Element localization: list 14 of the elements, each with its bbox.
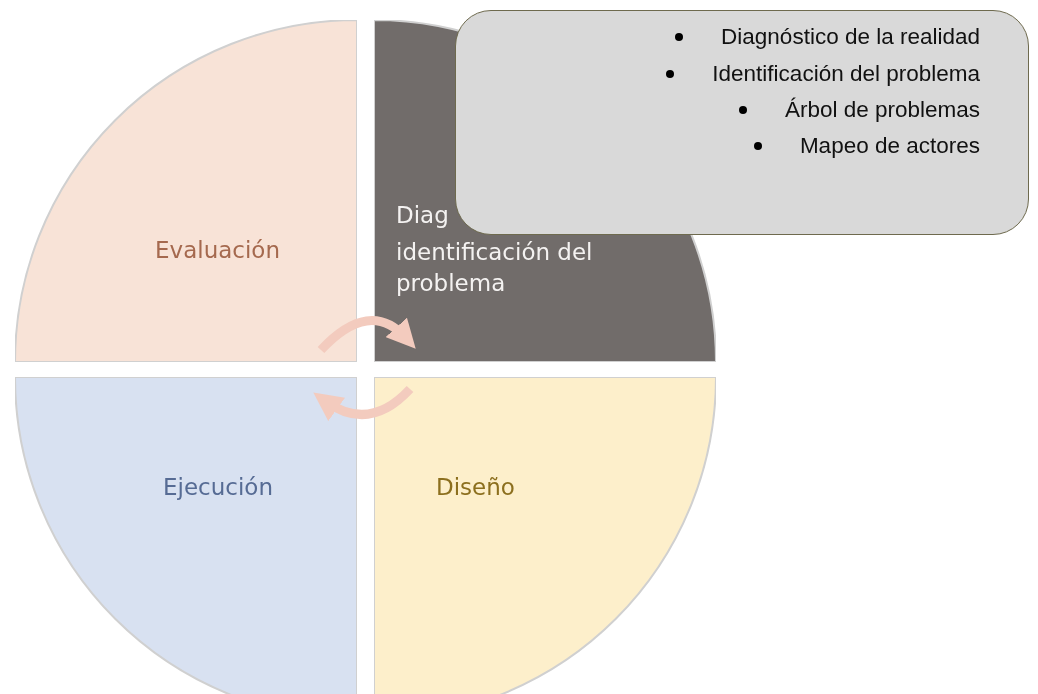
segment-label: Evaluación (155, 236, 280, 265)
segment-label: Diag (396, 201, 449, 230)
segment-label: Ejecución (163, 473, 273, 502)
list-item: Diagnóstico de la realidad (721, 24, 980, 50)
curved-arrow (312, 385, 414, 421)
quadrant-segment (15, 377, 357, 694)
list-item: Árbol de problemas (784, 97, 980, 123)
quadrant-segment (374, 377, 716, 694)
callout-box (455, 10, 1029, 235)
list-item: Identificación del problema (712, 61, 980, 87)
segment-label: identificación del problema (396, 238, 594, 299)
segment-label: Diseño (436, 473, 515, 502)
quadrant-segment (15, 20, 357, 362)
list-item: Mapeo de actores (799, 133, 980, 159)
